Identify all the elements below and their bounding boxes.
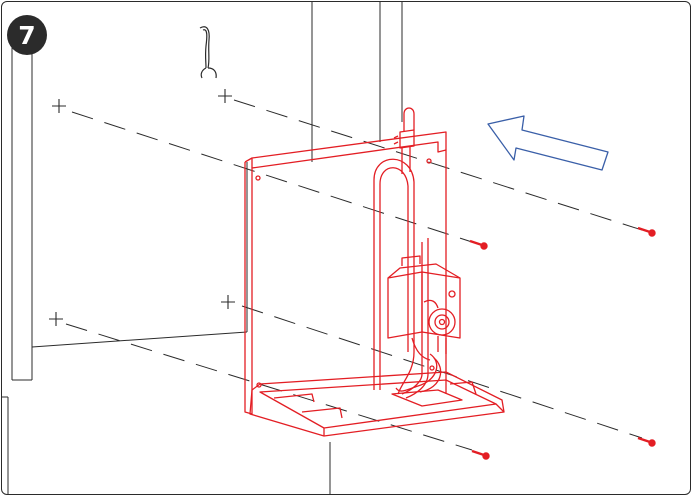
step-number: 7 [18, 20, 36, 50]
cable-icon [199, 26, 217, 79]
screw-icon [637, 436, 656, 447]
crosshair-icon [49, 312, 63, 326]
screw-icon [469, 239, 488, 250]
wall-structure [2, 2, 403, 494]
screws [469, 226, 656, 460]
arrow-icon [487, 115, 609, 171]
back-plate [244, 141, 447, 415]
crosshair-icon [218, 89, 232, 103]
pump-assembly [244, 107, 505, 437]
crosshair-icon [52, 99, 66, 113]
crosshair-icon [221, 295, 235, 309]
base-shelf [249, 371, 505, 437]
tube [373, 158, 415, 390]
connector [399, 129, 415, 149]
alignment-lines [65, 99, 643, 451]
drill-marks [49, 89, 235, 326]
screw-icon [637, 226, 656, 237]
pump-body [387, 271, 423, 339]
screw-icon [471, 449, 490, 460]
step-number-badge: 7 [7, 15, 47, 55]
